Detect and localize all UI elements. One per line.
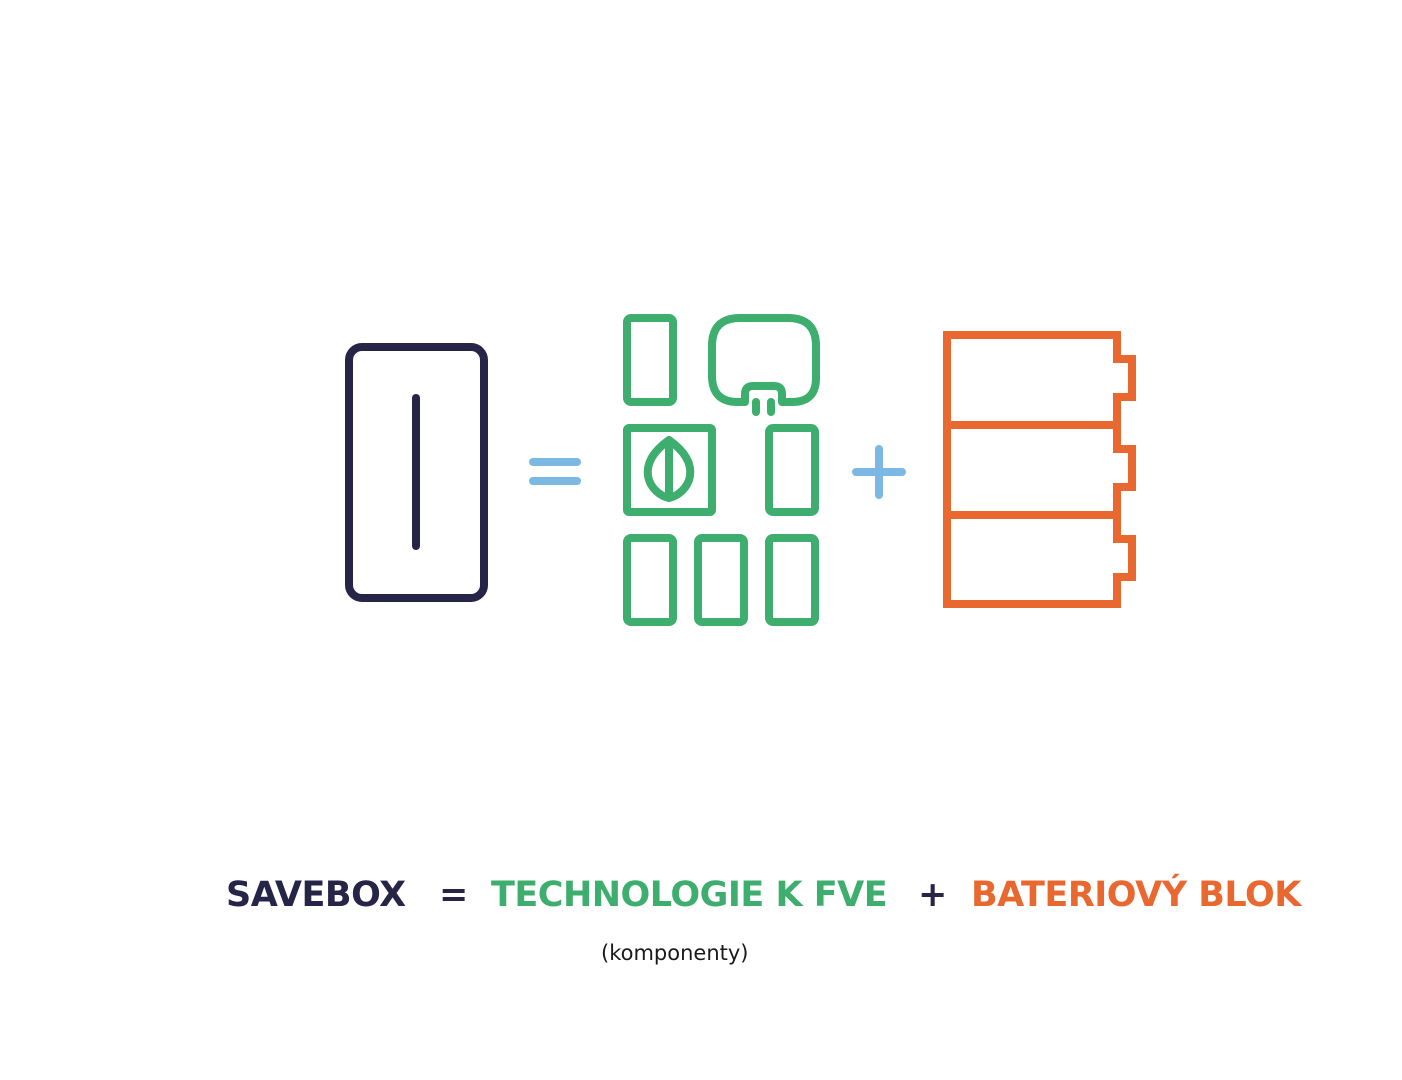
technology-label: TECHNOLOGIE K FVE: [491, 875, 888, 915]
plus-label: +: [918, 875, 947, 915]
battery-label: BATERIOVÝ BLOK: [971, 875, 1301, 915]
equals-icon: [529, 458, 581, 485]
component-module-top-left: [623, 314, 677, 406]
plus-icon: [852, 445, 906, 499]
components-grid-icon: [623, 314, 820, 626]
battery-stack-icon: [943, 331, 1136, 608]
savebox-cabinet-icon: [345, 343, 488, 602]
component-module-bottom-2: [694, 534, 748, 626]
component-module-mid-right: [765, 424, 819, 516]
equals-label: =: [439, 875, 468, 915]
technology-note: (komponenty): [601, 941, 749, 965]
component-module-bottom-3: [765, 534, 819, 626]
battery-cell-2: [943, 421, 1136, 519]
savebox-label: SAVEBOX: [226, 875, 406, 915]
component-module-bottom-1: [623, 534, 677, 626]
eco-module: [623, 424, 716, 516]
battery-cell-1: [943, 331, 1136, 429]
inverter-unit: [708, 314, 820, 406]
battery-cell-3: [943, 511, 1136, 608]
